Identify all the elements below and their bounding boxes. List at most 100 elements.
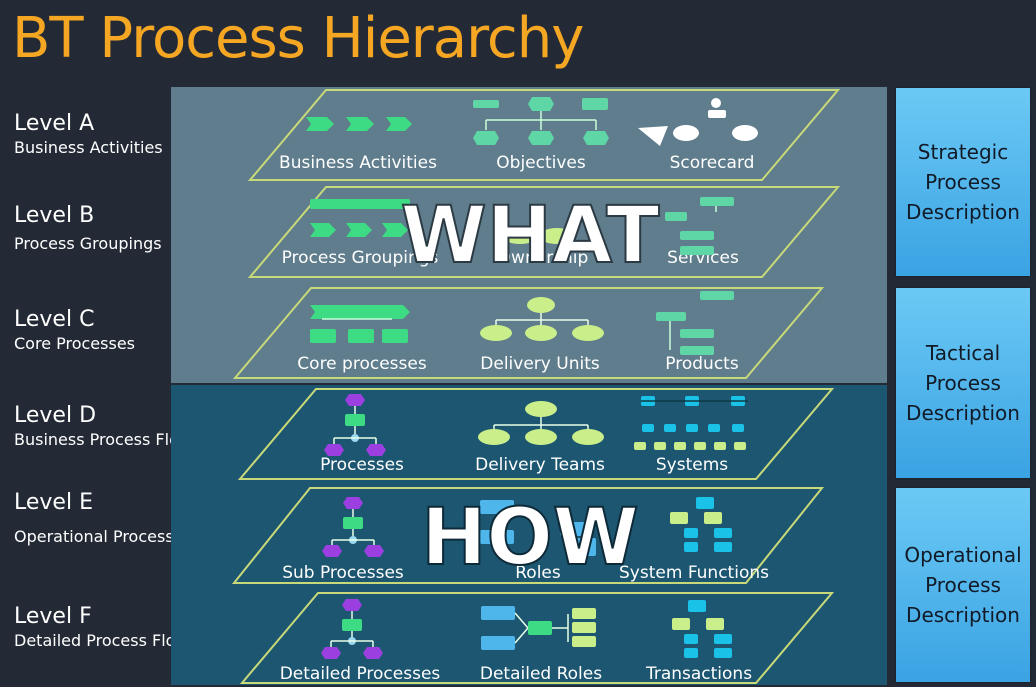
chevron-shape [346,117,374,131]
chevron-shape [310,305,410,319]
hexagon-shape [366,444,386,456]
sub-processes-icon [322,497,384,557]
plane-label: Delivery Teams [475,455,605,475]
tactical-description-box: Tactical Process Description [896,288,1030,478]
level-f-title: Level F [14,604,92,629]
plane-label: Core processes [297,354,427,374]
processes-icon [324,394,386,456]
shape [680,231,714,240]
shape [670,512,688,524]
strategic-line-3: Description [906,200,1020,224]
oval-shape [732,125,758,141]
shape [680,346,714,355]
process-groupings-icon [310,199,410,237]
pennant-icon [638,126,668,146]
tactical-line-2: Process [925,371,1001,395]
hexagon-shape [324,444,344,456]
plane-label: Transactions [645,664,752,684]
tactical-line-3: Description [906,401,1020,425]
level-c-title: Level C [14,307,95,332]
products-icon [656,291,734,355]
operational-line-3: Description [906,603,1020,627]
level-f: Level F Detailed Process Flows [14,604,197,652]
plane-label: Detailed Roles [480,664,602,684]
chevron-shape [310,223,336,237]
chevron-shape [346,223,372,237]
plane-outline [231,487,825,584]
figure-body [708,110,726,118]
shape [680,329,714,338]
plane-label: Products [665,354,739,374]
delivery-teams-icon [478,401,604,445]
oval-shape [539,228,575,244]
level-b: Level B Process Groupings [14,203,162,255]
shape [714,528,732,538]
shape [665,212,687,221]
system-box [674,442,686,450]
plane-label: Ownership [498,248,589,268]
oval-shape [478,429,510,445]
plane-outline [239,592,835,684]
oval-shape [525,429,557,445]
plane-label: Sub Processes [282,563,404,583]
system-box [634,442,646,450]
plane-outline [247,186,841,278]
shape [684,634,698,644]
system-functions-icon [670,497,732,552]
strategic-description-box: Strategic Process Description [896,88,1030,276]
plane-label: Scorecard [670,153,755,173]
level-f-subtitle: Detailed Process Flows [14,631,197,650]
shape [688,600,706,612]
shape [348,329,374,343]
shape [672,618,690,630]
operational-line-1: Operational [904,543,1022,567]
system-box [708,424,720,432]
hexagon-shape [528,97,554,111]
roles-icon [480,500,596,556]
shape [684,648,698,658]
system-box [664,424,676,432]
shape [582,98,608,110]
chevron-shape [382,223,408,237]
shape [481,606,515,620]
shape [560,522,590,536]
hexagon-shape [528,131,554,145]
system-box [654,442,666,450]
shape [696,497,714,509]
plane-label: Roles [515,563,561,583]
operational-description-box: Operational Process Description [896,488,1030,682]
shape [528,621,552,635]
oval-shape [502,228,538,244]
hexagon-shape [345,394,365,406]
level-b-title: Level B [14,203,95,228]
plane-outline [247,89,841,181]
shape [473,100,499,108]
oval-shape [673,125,699,141]
plane-outline [237,388,835,480]
plane-label: Objectives [496,153,586,173]
plane-label: Processes [320,455,404,475]
how-overlay: HOW [421,493,639,583]
level-d-title: Level D [14,403,97,428]
shape [310,329,336,343]
shape [684,528,698,538]
level-d-subtitle: Business Process Flows [14,430,201,449]
hexagon-shape [322,545,342,557]
systems-icon [634,396,748,450]
core-processes-icon [310,305,410,343]
strategic-line-1: Strategic [917,140,1009,164]
connector [514,612,529,629]
shape [342,619,362,631]
shape [480,530,514,544]
shape [714,542,732,552]
system-box [694,442,706,450]
hexagon-shape [321,647,341,659]
shape [572,622,596,633]
slide-title: BT Process Hierarchy [12,6,584,71]
shape [714,648,732,658]
